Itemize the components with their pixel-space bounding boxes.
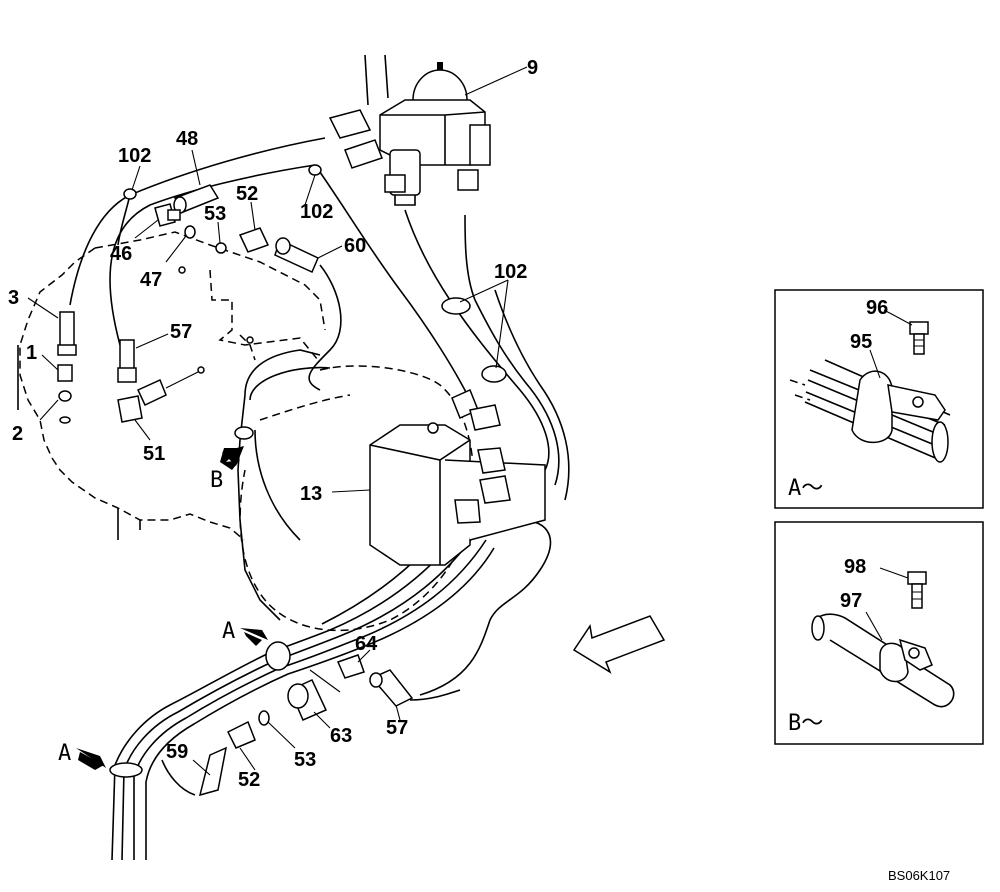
view-marker-labels: B A A A～ B～ bbox=[58, 468, 823, 766]
fittings-upper-left bbox=[57, 184, 319, 440]
label-52-lower: 52 bbox=[238, 769, 260, 791]
label-13: 13 bbox=[300, 483, 322, 505]
inset-view-a bbox=[774, 289, 984, 509]
label-52-upper: 52 bbox=[236, 183, 258, 205]
fittings-lower bbox=[198, 641, 414, 797]
label-2: 2 bbox=[12, 423, 23, 445]
label-53-lower: 53 bbox=[294, 749, 316, 771]
label-98: 98 bbox=[844, 556, 866, 578]
hose-clamps-102 bbox=[109, 164, 507, 778]
view-marker-a-mid: A bbox=[222, 619, 235, 644]
inset-a-caption: A～ bbox=[788, 476, 823, 501]
label-47: 47 bbox=[140, 269, 162, 291]
engine-block-outline bbox=[17, 231, 475, 632]
view-marker-b: B bbox=[210, 468, 223, 493]
label-64: 64 bbox=[355, 633, 378, 655]
label-102-mid: 102 bbox=[300, 201, 333, 223]
label-57-upper: 57 bbox=[170, 321, 192, 343]
label-96: 96 bbox=[866, 297, 888, 319]
label-51: 51 bbox=[143, 443, 165, 465]
label-102-right: 102 bbox=[494, 261, 527, 283]
part-number-labels: 9 48 102 102 102 52 53 60 46 47 3 1 2 57… bbox=[8, 57, 888, 791]
label-97: 97 bbox=[840, 590, 862, 612]
inset-view-b bbox=[774, 521, 984, 745]
leader-lines bbox=[27, 66, 528, 776]
label-95: 95 bbox=[850, 331, 872, 353]
label-3: 3 bbox=[8, 287, 19, 309]
label-53-upper: 53 bbox=[204, 203, 226, 225]
label-1: 1 bbox=[26, 342, 37, 364]
label-48: 48 bbox=[176, 128, 198, 150]
view-marker-a-low: A bbox=[58, 741, 71, 766]
view-arrows bbox=[76, 446, 268, 770]
front-direction-arrow bbox=[572, 615, 666, 674]
inset-b-caption: B～ bbox=[788, 711, 823, 736]
label-59: 59 bbox=[166, 741, 188, 763]
label-57-lower: 57 bbox=[386, 717, 408, 739]
label-63: 63 bbox=[330, 725, 352, 747]
label-46: 46 bbox=[110, 243, 132, 265]
control-valve-13 bbox=[369, 388, 546, 566]
label-60: 60 bbox=[344, 235, 366, 257]
drawing-code: BS06K107 bbox=[888, 868, 950, 883]
label-9: 9 bbox=[527, 57, 538, 79]
label-102-left: 102 bbox=[118, 145, 151, 167]
accumulator-assembly bbox=[328, 54, 491, 206]
